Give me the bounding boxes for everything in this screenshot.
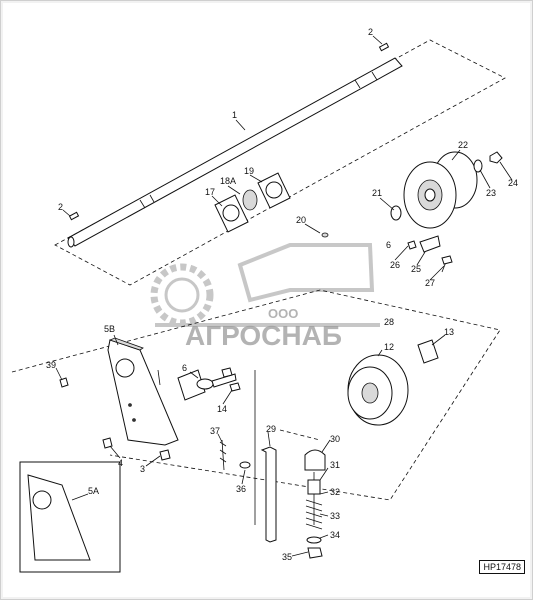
callout-34: 34	[330, 530, 340, 540]
callout-21: 21	[372, 188, 382, 198]
collar-part-21	[390, 205, 402, 221]
nut-part-4	[102, 437, 113, 449]
callout-2-lower: 2	[58, 202, 63, 212]
callout-23: 23	[486, 188, 496, 198]
callout-6-upper: 6	[386, 240, 391, 250]
bolt-part-14	[229, 382, 241, 392]
callout-26: 26	[390, 260, 400, 270]
callout-22: 22	[458, 140, 468, 150]
callout-19: 19	[244, 166, 254, 176]
callout-27: 27	[425, 278, 435, 288]
bearing-flange-group	[214, 172, 291, 233]
callout-25: 25	[411, 264, 421, 274]
callout-12: 12	[384, 342, 394, 352]
pin-part-37	[221, 439, 225, 471]
callout-28: 28	[384, 317, 394, 327]
lower-assembly-boundary	[11, 289, 501, 501]
callout-33: 33	[330, 511, 340, 521]
watermark-line1: ООО	[268, 306, 298, 321]
callout-5a: 5A	[88, 486, 99, 496]
callout-29: 29	[266, 424, 276, 434]
callout-36: 36	[236, 484, 246, 494]
callout-32: 32	[330, 487, 340, 497]
callout-37: 37	[210, 426, 220, 436]
nut-part-6-small	[221, 367, 233, 378]
callout-labels: 1 2 2 17 18A 19 22 21 23 24 20 6 26 25 2…	[46, 27, 518, 562]
nut-part-24	[489, 151, 503, 164]
callout-2-upper: 2	[368, 27, 373, 37]
pulley-part-22	[403, 151, 478, 229]
flange-part-6	[157, 369, 237, 401]
callout-17: 17	[205, 187, 215, 197]
rod-part-29	[254, 370, 277, 543]
bracket-part-25	[419, 235, 441, 253]
callout-31: 31	[330, 460, 340, 470]
callout-20: 20	[296, 215, 306, 225]
pulley-part-12	[347, 354, 409, 426]
callout-18a: 18A	[220, 176, 236, 186]
washer-part-23	[473, 159, 483, 173]
spring-stack	[304, 449, 326, 559]
callout-5b: 5B	[104, 324, 115, 334]
shaft-part-1	[67, 57, 403, 248]
callout-1: 1	[232, 110, 237, 120]
hub-part-13	[417, 339, 439, 364]
callout-4: 4	[118, 458, 123, 468]
callout-6: 6	[182, 363, 187, 373]
callout-24: 24	[508, 178, 518, 188]
key-part-2-upper	[378, 42, 390, 52]
callout-14: 14	[217, 404, 227, 414]
pin-part-37-coils	[219, 441, 227, 463]
washer-part-36	[239, 461, 251, 469]
callout-30: 30	[330, 434, 340, 444]
nut-part-3	[159, 449, 171, 461]
upper-assembly-boundary	[54, 39, 506, 286]
bracket-part-5b	[107, 337, 179, 446]
watermark-line2: АГРОСНАБ	[185, 320, 342, 351]
bolt-head-part-27	[441, 255, 453, 265]
leader-dash-1	[279, 429, 321, 441]
nut-part-26	[407, 240, 417, 250]
watermark-logo	[150, 243, 380, 327]
figure-reference-label: HP17478	[479, 560, 525, 574]
leader-lines	[55, 35, 513, 557]
callout-3: 3	[140, 464, 145, 474]
pin-part-20	[321, 232, 329, 238]
nut-part-39	[59, 377, 69, 388]
callout-35: 35	[282, 552, 292, 562]
callout-13: 13	[444, 327, 454, 337]
callout-39: 39	[46, 360, 56, 370]
bracket-part-5a	[27, 474, 91, 561]
key-part-2-lower	[68, 211, 80, 221]
